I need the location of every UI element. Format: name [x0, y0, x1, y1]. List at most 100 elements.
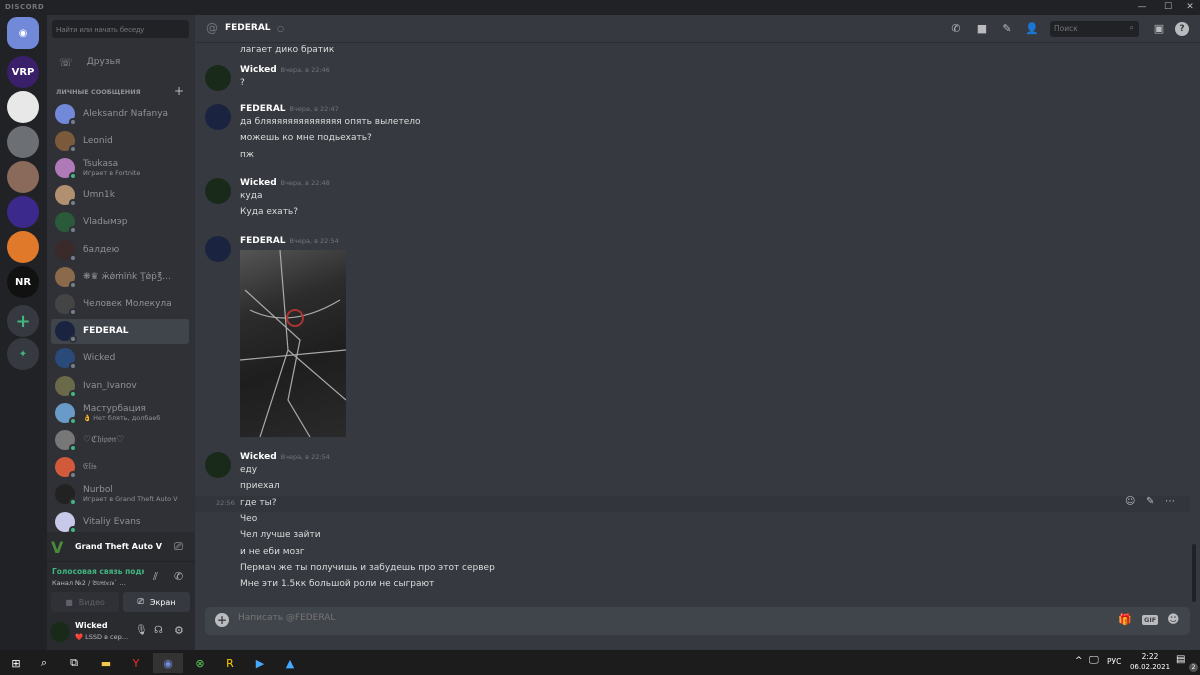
home-button[interactable]: ◉ — [7, 17, 39, 49]
pin-icon[interactable]: ✎ — [1002, 22, 1012, 35]
server-icon[interactable] — [7, 196, 39, 228]
server-icon[interactable]: VRP — [7, 56, 39, 88]
add-reaction-icon[interactable]: ☺ — [1125, 496, 1136, 507]
status-indicator — [69, 307, 77, 316]
dm-item[interactable]: ♡ℭ𝔥𝔦𝔭𝔬𝔫♡ — [51, 427, 189, 452]
author-avatar[interactable] — [205, 65, 231, 91]
video-button[interactable]: ■Видео — [51, 592, 119, 612]
avatar — [55, 212, 77, 235]
stream-game-button[interactable]: ⎚ — [174, 540, 183, 553]
noise-suppression-icon[interactable]: ⫽ — [153, 570, 158, 583]
voice-channel[interactable]: Канал №2 / 𝔅𝔯𝔬𝔱𝔥𝔢𝔯𝔰` … — [52, 579, 126, 587]
gif-button[interactable]: GIF — [1142, 615, 1159, 625]
message-line: еду — [240, 465, 258, 475]
file-explorer-icon[interactable]: ▬ — [100, 656, 112, 670]
disconnect-icon[interactable]: ✆ — [174, 570, 184, 583]
edit-icon[interactable]: ✎ — [1146, 496, 1155, 507]
more-icon[interactable]: ⋯ — [1165, 496, 1175, 507]
scrollbar[interactable] — [1192, 544, 1196, 602]
settings-gear-icon[interactable]: ⚙ — [174, 624, 184, 637]
add-friend-icon[interactable]: 👤 — [1025, 22, 1039, 35]
search-input[interactable] — [1050, 21, 1120, 36]
dm-item[interactable]: балдею — [51, 237, 189, 262]
dm-name: Мастурбация — [83, 403, 146, 414]
maximize-button[interactable]: ☐ — [1163, 2, 1173, 12]
server-list: ◉ VRP NR + ✦ — [0, 15, 47, 650]
dm-item[interactable]: 𝔈𝔩𝔦𝔰 — [51, 455, 189, 480]
explore-servers-button[interactable]: ✦ — [7, 338, 39, 370]
close-button[interactable]: ✕ — [1186, 2, 1194, 12]
language-indicator[interactable]: РУС — [1107, 657, 1122, 666]
minimize-button[interactable]: — — [1137, 2, 1147, 12]
message-line: и не еби мозг — [240, 546, 305, 557]
dm-item[interactable]: Leonid — [51, 128, 189, 153]
status-indicator — [69, 362, 77, 371]
message-line: куда — [240, 191, 263, 201]
windows-start-icon[interactable]: ⊞ — [11, 656, 21, 670]
yandex-browser-icon[interactable]: Y — [132, 656, 140, 670]
avatar — [55, 429, 77, 452]
find-conversation-input[interactable] — [52, 20, 189, 38]
dm-name: Umn1k — [83, 190, 115, 201]
upload-plus-icon[interactable]: + — [215, 613, 229, 627]
media-player-icon[interactable]: ▶ — [255, 656, 265, 670]
dm-item[interactable]: Ivan_Ivanov — [51, 373, 189, 398]
emoji-icon[interactable]: ☻ — [1167, 612, 1180, 626]
clock-date[interactable]: 06.02.2021 — [1129, 663, 1171, 671]
help-icon[interactable]: ? — [1175, 22, 1189, 36]
screen-share-button[interactable]: ⎚Экран — [123, 592, 190, 612]
tray-chevron-icon[interactable]: ^ — [1075, 656, 1083, 666]
rockstar-icon[interactable]: R — [226, 656, 234, 670]
author-name[interactable]: Wicked — [240, 178, 277, 188]
voice-status[interactable]: Голосовая связь подключена — [52, 567, 144, 576]
create-dm-button[interactable]: + — [174, 84, 185, 98]
server-icon[interactable] — [7, 231, 39, 263]
search-box[interactable]: ⌕ — [1050, 21, 1139, 37]
add-server-button[interactable]: + — [7, 305, 39, 337]
server-icon[interactable] — [7, 161, 39, 193]
task-view-icon[interactable]: ⧉ — [70, 656, 78, 669]
author-name[interactable]: Wicked — [240, 452, 277, 462]
server-icon[interactable] — [7, 126, 39, 158]
map-image-attachment[interactable] — [239, 249, 347, 438]
discord-taskbar-icon[interactable]: ◉ — [153, 653, 183, 673]
dm-item[interactable]: Мастурбация👌 Нет блять, долбаеб — [51, 400, 189, 425]
photos-icon[interactable]: ▲ — [285, 656, 295, 670]
author-name[interactable]: FEDERAL — [240, 104, 286, 114]
dm-item[interactable]: FEDERAL — [51, 318, 189, 344]
user-avatar[interactable] — [50, 622, 70, 642]
dm-item[interactable]: ❋♛ ӝǿṁḯṅǩ Ţǿṗ℥… — [51, 264, 189, 289]
author-avatar[interactable] — [205, 178, 231, 204]
notifications-icon[interactable]: ▤ — [1176, 654, 1186, 665]
dm-item[interactable]: Человек Молекула — [51, 291, 189, 316]
video-call-icon[interactable]: ■ — [976, 22, 988, 35]
dm-item[interactable]: Vladымэр — [51, 210, 189, 235]
network-icon[interactable]: 🖵 — [1089, 655, 1099, 666]
avatar — [55, 239, 77, 262]
headphones-icon[interactable]: ☊ — [154, 625, 163, 636]
friends-nav[interactable]: ☏ Друзья — [51, 51, 189, 73]
xbox-icon[interactable]: ⊗ — [195, 656, 205, 670]
author-avatar[interactable] — [205, 236, 231, 262]
dm-item[interactable]: Vitaliy Evans — [51, 509, 189, 534]
message-input[interactable] — [238, 613, 1078, 623]
server-icon[interactable] — [7, 91, 39, 123]
mic-icon[interactable]: 🎙 — [135, 625, 148, 636]
dm-item[interactable]: Umn1k — [51, 183, 189, 208]
server-icon[interactable]: NR — [7, 266, 39, 298]
status-indicator — [69, 117, 77, 126]
author-avatar[interactable] — [205, 452, 231, 478]
author-avatar[interactable] — [205, 104, 231, 130]
inbox-icon[interactable]: ▣ — [1153, 22, 1165, 35]
gift-icon[interactable]: 🎁 — [1118, 613, 1132, 626]
author-name[interactable]: FEDERAL — [240, 236, 286, 246]
dm-item[interactable]: Aleksandr Nafanya — [51, 101, 189, 126]
search-icon[interactable]: ⌕ — [40, 656, 48, 669]
voice-call-icon[interactable]: ✆ — [951, 22, 961, 35]
clock-time[interactable]: 2:22 — [1141, 652, 1159, 661]
dm-item[interactable]: Wicked — [51, 346, 189, 371]
user-name: Wicked — [75, 621, 108, 630]
author-name[interactable]: Wicked — [240, 65, 277, 75]
